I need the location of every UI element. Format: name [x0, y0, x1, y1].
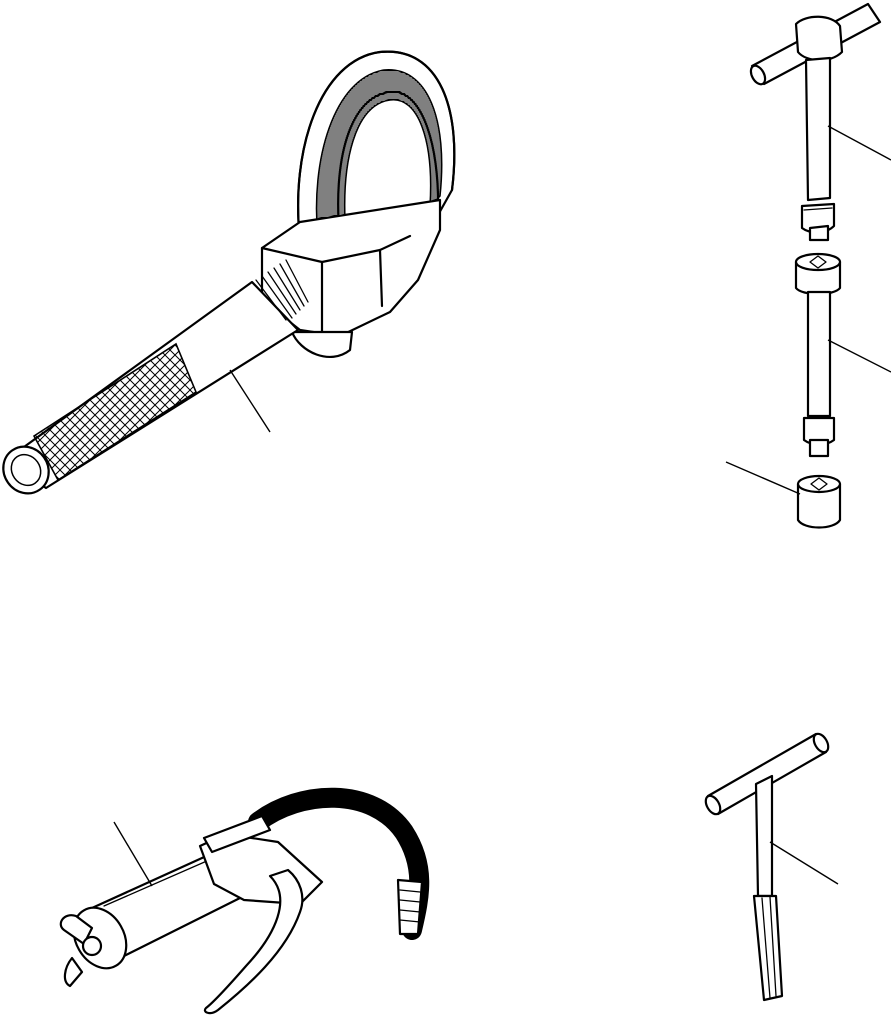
leader-line	[827, 125, 891, 161]
t-handle-icon	[704, 732, 830, 1002]
leader-line	[725, 461, 801, 495]
leader-line	[827, 339, 891, 373]
leader-line	[769, 841, 839, 885]
leader-line	[113, 821, 153, 887]
t-handle-socket-wrench-icon	[749, 2, 882, 529]
filter-wrench-icon	[2, 50, 456, 495]
leader-line	[229, 369, 271, 433]
grease-gun-icon	[59, 787, 430, 1015]
